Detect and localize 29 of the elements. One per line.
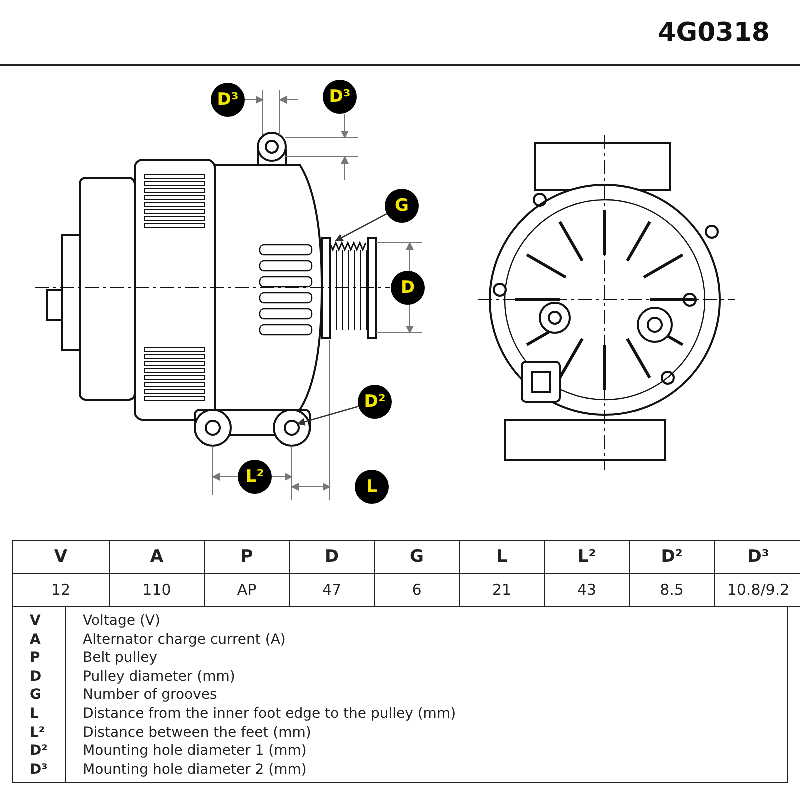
key-letter: D³ <box>30 762 48 779</box>
key-letter: P <box>30 650 40 668</box>
key-description: Mounting hole diameter 1 (mm) <box>83 743 307 760</box>
key-description: Pulley diameter (mm) <box>83 668 236 686</box>
callout-letter: D² <box>358 385 392 419</box>
key-letter: V <box>30 613 41 630</box>
leader-line <box>335 213 388 242</box>
key-description: Mounting hole diameter 2 (mm) <box>83 762 307 779</box>
callout-letter: L² <box>238 460 272 494</box>
key-description: Belt pulley <box>83 650 158 668</box>
key-description: Number of grooves <box>83 687 218 704</box>
callout-letter: L <box>355 470 389 504</box>
key-description: Alternator charge current (A) <box>83 632 286 649</box>
key-letter: A <box>30 632 41 649</box>
key-letter: G <box>30 687 42 704</box>
leader-line <box>297 406 359 426</box>
part-number: 4G0318 <box>658 18 770 48</box>
callout-letter: D <box>391 271 425 305</box>
column-header: V <box>12 540 110 574</box>
callout-letter: G <box>385 189 419 223</box>
key-letter: D² <box>30 743 48 760</box>
key-description: Distance from the inner foot edge to the pulley (mm) <box>83 706 456 723</box>
key-letter: L² <box>30 724 46 742</box>
key-description: Distance between the feet (mm) <box>83 724 312 742</box>
key-letter: D <box>30 668 42 686</box>
key-description: Voltage (V) <box>83 613 160 630</box>
callout-letter: D³ <box>211 83 245 117</box>
callout-letter: D³ <box>323 80 357 114</box>
key-letter: L <box>30 706 39 723</box>
